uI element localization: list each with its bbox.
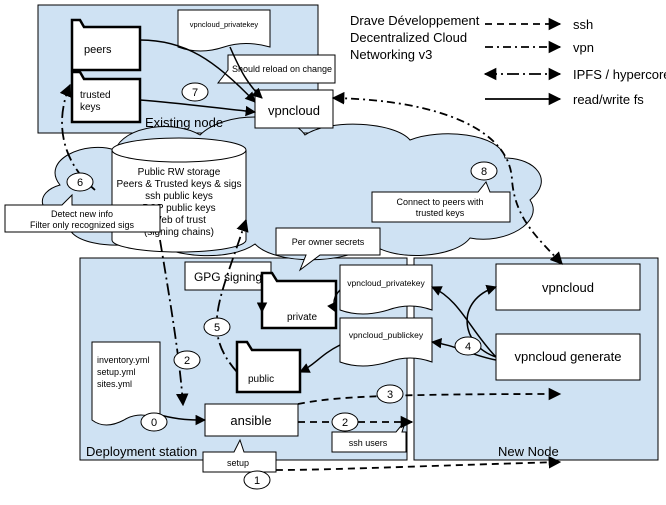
ansible-copy-arrow	[297, 387, 562, 405]
step-number: 7	[192, 87, 198, 99]
ssh-users-callout: ssh users	[331, 419, 407, 453]
step-3: 3	[376, 384, 404, 404]
storage-line: Public RW storage	[138, 167, 221, 178]
vpncloud-generate-box: vpncloud generate	[495, 333, 641, 381]
step-2-ansible: 2	[173, 350, 201, 370]
connect-callout-text: trusted keys	[416, 208, 465, 218]
detect-callout: Detect new info Filter only recognized s…	[4, 193, 161, 233]
ansible-label: ansible	[230, 413, 271, 428]
private-folder: private	[260, 271, 338, 330]
storage-line: Peers & Trusted keys & sigs	[116, 179, 241, 190]
per-owner-callout-text: Per owner secrets	[292, 237, 365, 247]
public-folder-label: public	[248, 374, 274, 385]
legend-ssh-label: ssh	[573, 17, 593, 32]
storage-line: ssh public keys	[145, 191, 213, 202]
step-1: 1	[243, 470, 271, 490]
detect-callout-text: Filter only recognized sigs	[30, 220, 135, 230]
deployment-station-title: Deployment station	[86, 444, 197, 459]
legend: ssh vpn IPFS / hypercore read/write fs	[483, 17, 666, 107]
legend-fs-label: read/write fs	[573, 92, 644, 107]
trusted-keys-folder: trusted keys	[70, 70, 142, 124]
legend-ipfs-label: IPFS / hypercore	[573, 67, 666, 82]
setup-callout: setup	[202, 438, 277, 473]
public-folder: public	[235, 340, 302, 394]
reload-callout: Should reload on change	[216, 54, 336, 84]
storage-line: Web of trust	[152, 215, 206, 226]
peers-folder: peers	[70, 18, 142, 72]
diagram-title: Drave Développement	[350, 13, 480, 28]
trusted-keys-label: keys	[80, 102, 101, 113]
privatekey-doc-to-private-arrow	[327, 289, 341, 313]
peers-to-vpncloud-arrow	[139, 39, 256, 103]
deploy-privatekey-document: vpncloud_privatekey	[339, 264, 433, 315]
storage-line: PGP public keys	[142, 203, 215, 214]
config-file-name: inventory.yml	[97, 355, 149, 365]
existing-vpncloud-box: vpncloud	[254, 89, 334, 129]
reload-callout-text: Should reload on change	[232, 64, 332, 74]
generate-to-vpncloud-arrow	[466, 284, 498, 358]
step-number: 2	[342, 417, 348, 429]
new-node-title: New Node	[498, 444, 559, 459]
step-number: 4	[465, 341, 471, 353]
gpg-signing-label: GPG signing	[194, 270, 262, 284]
step-5: 5	[203, 317, 231, 337]
step-4: 4	[454, 336, 482, 356]
trusted-to-vpncloud-arrow	[139, 99, 257, 117]
ipfs-public-to-cloud-arrow	[215, 218, 249, 373]
step-number: 5	[214, 322, 220, 334]
generate-to-privatekey-arrow	[431, 286, 497, 358]
new-vpncloud-box: vpncloud	[495, 263, 641, 311]
ipfs-sync-existing-arrow	[59, 83, 96, 191]
peers-label: peers	[84, 44, 112, 56]
step-number: 1	[254, 475, 260, 487]
detect-callout-text: Detect new info	[51, 209, 113, 219]
diagram-title: Networking v3	[350, 47, 432, 62]
step-number: 8	[481, 166, 487, 178]
step-0: 0	[140, 412, 168, 432]
step-8: 8	[470, 161, 498, 181]
setup-label: setup	[227, 458, 249, 468]
config-file-name: setup.yml	[97, 367, 136, 377]
connect-callout-text: Connect to peers with	[396, 197, 483, 207]
legend-vpn-label: vpn	[573, 40, 594, 55]
step-number: 0	[151, 417, 157, 429]
diagram-title: Decentralized Cloud	[350, 30, 467, 45]
existing-node-title: Existing node	[145, 115, 223, 130]
private-folder-label: private	[287, 312, 317, 323]
publickey-doc-to-public-arrow	[299, 344, 341, 373]
existing-privatekey-label: vpncloud_privatekey	[190, 20, 259, 29]
config-files-document: inventory.yml setup.yml sites.yml	[91, 341, 161, 426]
ipfs-sync-deploy-arrow	[159, 239, 189, 407]
existing-vpncloud-label: vpncloud	[268, 103, 320, 118]
deploy-privatekey-label: vpncloud_privatekey	[347, 278, 425, 288]
vpn-peering-arrow	[331, 91, 563, 265]
ssh-users-label: ssh users	[349, 438, 388, 448]
new-vpncloud-label: vpncloud	[542, 280, 594, 295]
deploy-publickey-label: vpncloud_publickey	[349, 330, 424, 340]
step-2-ssh: 2	[331, 412, 359, 432]
step-number: 2	[184, 355, 190, 367]
storage-line: (signing chains)	[144, 227, 214, 238]
storage-cylinder: Public RW storage Peers & Trusted keys &…	[111, 137, 247, 253]
step-7: 7	[181, 82, 209, 102]
setup-ssh-arrow	[275, 456, 562, 471]
privatekey-to-vpncloud-arrow	[229, 46, 263, 99]
config-file-name: sites.yml	[97, 379, 132, 389]
files-to-ansible-arrow	[159, 414, 207, 426]
ansible-box: ansible	[204, 403, 299, 437]
vpncloud-generate-label: vpncloud generate	[515, 349, 622, 364]
deploy-publickey-document: vpncloud_publickey	[339, 317, 433, 367]
trusted-keys-label: trusted	[80, 90, 111, 101]
step-6: 6	[66, 172, 94, 192]
step-number: 6	[77, 177, 83, 189]
step-number: 3	[387, 389, 393, 401]
gpg-signing-box: GPG signing	[184, 261, 272, 291]
